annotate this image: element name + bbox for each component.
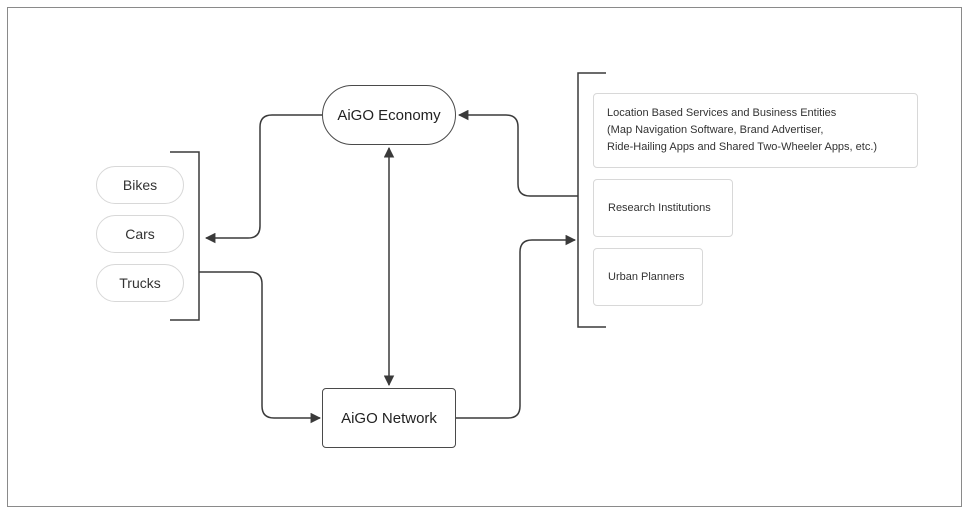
vehicle-cars: Cars (96, 215, 184, 253)
consumer-lbs-card: Location Based Services and Business Ent… (593, 93, 918, 168)
network-to-consumers-arrow (456, 234, 577, 419)
aigo-network-label: AiGO Network (341, 409, 437, 427)
aigo-economy-node: AiGO Economy (322, 85, 456, 145)
vehicle-trucks: Trucks (96, 264, 184, 302)
consumer-research-card: Research Institutions (593, 179, 733, 237)
consumers-bracket (577, 72, 606, 328)
vehicles-to-network-arrow (199, 271, 322, 424)
vehicle-cars-label: Cars (125, 226, 155, 242)
research-label: Research Institutions (608, 201, 711, 214)
vehicle-trucks-label: Trucks (119, 275, 161, 291)
vehicle-bikes: Bikes (96, 166, 184, 204)
diagram-frame (7, 7, 962, 507)
lbs-title: Location Based Services and Business Ent… (607, 107, 837, 119)
consumer-urban-card: Urban Planners (593, 248, 703, 306)
aigo-economy-label: AiGO Economy (337, 106, 441, 124)
lbs-examples-line-1: (Map Navigation Software, Brand Advertis… (607, 124, 824, 136)
vehicles-bracket (170, 151, 200, 321)
economy-to-vehicles-arrow (204, 114, 322, 244)
consumers-to-economy-arrow (457, 109, 578, 197)
lbs-examples-line-2: Ride-Hailing Apps and Shared Two-Wheeler… (607, 141, 878, 153)
urban-label: Urban Planners (608, 270, 685, 283)
vehicle-bikes-label: Bikes (122, 177, 158, 193)
aigo-network-node: AiGO Network (322, 388, 456, 448)
